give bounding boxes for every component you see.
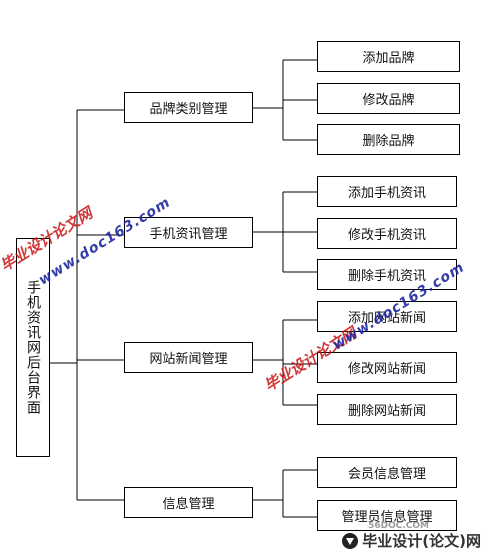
- footer-site-mark: 56DOC.COM: [368, 521, 429, 531]
- leaf-delete-site-news: 删除网站新闻: [317, 394, 457, 425]
- leaf-member-info: 会员信息管理: [317, 457, 457, 488]
- leaf-add-site-news: 添加网站新闻: [317, 301, 457, 332]
- leaf-delete-phone-news: 删除手机资讯: [317, 259, 457, 290]
- category-site-news-management: 网站新闻管理: [124, 342, 253, 373]
- leaf-delete-brand: 删除品牌: [317, 124, 460, 155]
- leaf-edit-site-news: 修改网站新闻: [317, 352, 457, 383]
- logo-icon: [342, 532, 359, 549]
- footer-logo: 毕业设计(论文)网: [341, 530, 481, 551]
- category-info-management: 信息管理: [124, 487, 253, 518]
- leaf-edit-brand: 修改品牌: [317, 83, 460, 114]
- leaf-admin-info: 管理员信息管理: [317, 500, 457, 531]
- category-brand-management: 品牌类别管理: [124, 92, 253, 123]
- footer-brand: 毕业设计(论文)网: [362, 532, 481, 550]
- leaf-edit-phone-news: 修改手机资讯: [317, 218, 457, 249]
- leaf-add-brand: 添加品牌: [317, 41, 460, 72]
- root-node: 手机资讯网后台界面: [16, 238, 50, 457]
- category-phone-news-management: 手机资讯管理: [124, 217, 253, 248]
- leaf-add-phone-news: 添加手机资讯: [317, 176, 457, 207]
